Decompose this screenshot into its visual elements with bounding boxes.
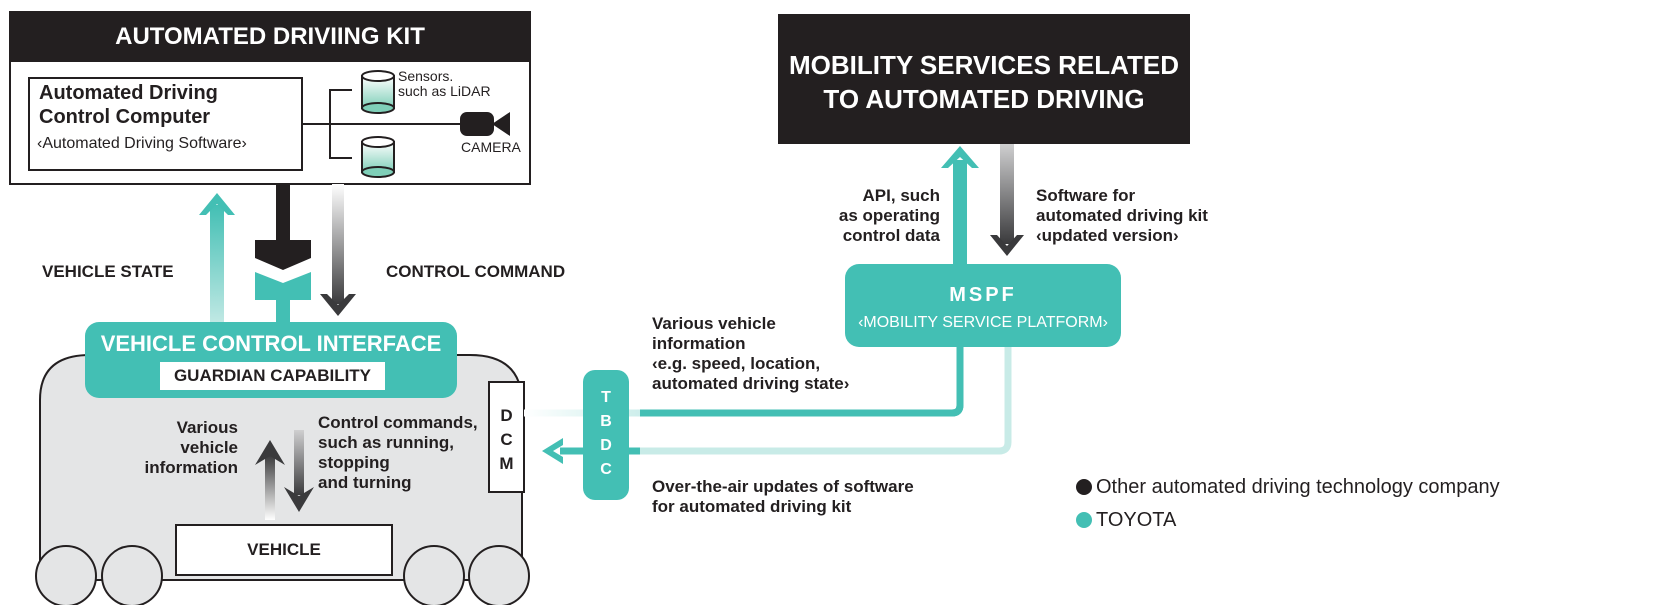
vehicle-box	[175, 524, 393, 576]
legend-dot-toyota	[1076, 512, 1092, 528]
computer-title-line2: Control Computer	[39, 106, 211, 128]
camera-icon	[460, 112, 510, 136]
computer-title-line1: Automated Driving	[39, 82, 218, 104]
software-label: Software for automated driving kit ‹upda…	[1036, 186, 1208, 246]
ota-arrowhead	[542, 438, 563, 464]
tbdc-letter-b: B	[600, 413, 612, 430]
vehicle-left-line3: information	[144, 458, 239, 477]
computer-box	[28, 77, 303, 171]
dcm-box	[488, 381, 525, 493]
tbdc-letter-d: D	[600, 437, 612, 454]
vehicle-right-label: Control commands, such as running, stopp…	[318, 413, 478, 493]
legend-other-label: Other automated driving technology compa…	[1096, 476, 1500, 498]
sensor-icon	[361, 136, 395, 178]
sensors-label-line1: Sensors.	[398, 68, 454, 84]
mspf-title: MSPF	[949, 284, 1017, 306]
kit-title: AUTOMATED DRIVIING KIT	[115, 23, 425, 50]
lidar-sensor-icon	[361, 70, 395, 114]
vehicle-info-line2: information	[652, 334, 746, 353]
software-label-line2: automated driving kit	[1036, 206, 1208, 225]
vehicle-left-line1: Various	[176, 418, 238, 437]
api-label-line3: control data	[842, 226, 940, 245]
api-label-line1: API, such	[862, 186, 940, 205]
guardian-box	[160, 362, 385, 390]
ota-label: Over-the-air updates of software for aut…	[652, 477, 914, 517]
control-command-label: CONTROL COMMAND	[386, 262, 566, 281]
mobility-services-box	[778, 14, 1190, 144]
ota-link	[560, 347, 1012, 455]
dcm-letter-c: C	[500, 430, 513, 449]
mobility-title-line2: TO AUTOMATED DRIVING	[823, 84, 1145, 114]
vehicle-box-label: VEHICLE	[247, 540, 321, 559]
vehicle-left-line2: vehicle	[180, 438, 238, 457]
computer-software-label: ‹Automated Driving Software›	[37, 135, 247, 152]
kit-header-bar	[10, 12, 530, 62]
software-label-line3: ‹updated version›	[1036, 226, 1179, 245]
ota-line2: for automated driving kit	[652, 497, 852, 516]
vehicle-info-line3: ‹e.g. speed, location,	[652, 354, 821, 373]
vehicle-info-up-arrow	[255, 440, 285, 520]
vehicle-state-arrow	[199, 193, 235, 330]
vehicle-info-line1: Various vehicle	[652, 314, 776, 333]
sensors-label-line2: such as LiDAR	[398, 83, 491, 99]
control-command-arrow	[320, 184, 356, 316]
ota-line1: Over-the-air updates of software	[652, 477, 914, 496]
tbdc-letter-t: T	[601, 389, 611, 406]
software-label-line1: Software for	[1036, 186, 1136, 205]
mobility-title-line1: MOBILITY SERVICES RELATED	[788, 50, 1180, 80]
software-update-arrow	[990, 144, 1024, 256]
legend-dot-other	[1076, 479, 1092, 495]
mspf-box	[845, 264, 1121, 347]
kit-connector	[255, 184, 311, 330]
tbdc-letter-c: C	[600, 461, 612, 478]
mspf-subtitle: ‹MOBILITY SERVICE PLATFORM›	[858, 314, 1108, 331]
guardian-label: GUARDIAN CAPABILITY	[173, 366, 372, 385]
vehicle-right-line1: Control commands,	[318, 413, 478, 432]
vehicle-right-line4: and turning	[318, 473, 412, 492]
api-up-arrow	[941, 146, 979, 270]
tbdc-label: T B D C	[583, 386, 629, 482]
api-label-line2: as operating	[838, 206, 940, 225]
vehicle-info-label: Various vehicle information ‹e.g. speed,…	[652, 314, 849, 394]
vehicle-left-label: Various vehicle information	[130, 418, 239, 478]
tbdc-box	[583, 370, 629, 500]
vehicle-info-line4: automated driving state›	[652, 374, 850, 393]
vehicle-body	[35, 354, 530, 605]
api-label: API, such as operating control data	[820, 186, 940, 246]
dcm-label: D C M	[489, 404, 524, 476]
dcm-letter-m: M	[499, 454, 514, 473]
vehicle-state-label: VEHICLE STATE	[42, 262, 174, 281]
legend-toyota-label: TOYOTA	[1096, 509, 1177, 531]
vehicle-right-line3: stopping	[318, 453, 390, 472]
camera-label: CAMERA	[461, 139, 521, 155]
vehicle-right-line2: such as running,	[318, 433, 455, 452]
control-commands-down-arrow	[284, 430, 314, 512]
vci-title: VEHICLE CONTROL INTERFACE	[100, 331, 442, 356]
dcm-letter-d: D	[500, 406, 513, 425]
